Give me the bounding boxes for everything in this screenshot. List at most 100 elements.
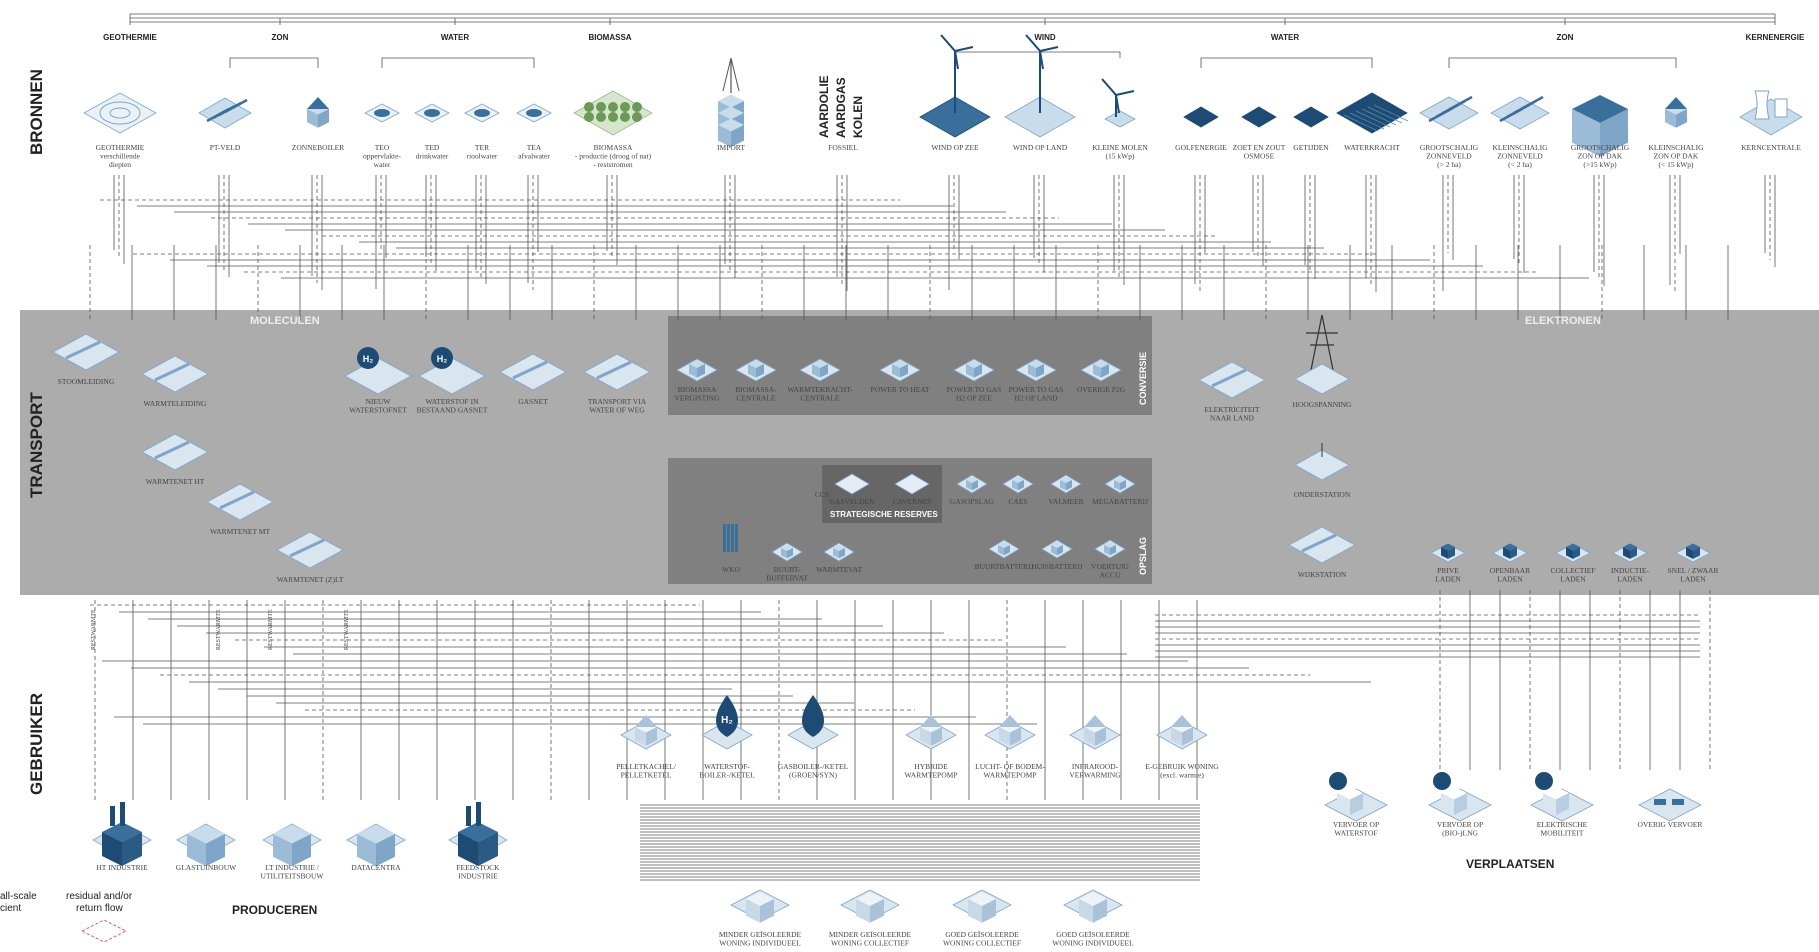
network-warmtenet-ht-icon bbox=[141, 433, 209, 471]
source-wind-op-zee-label: WIND OP ZEE bbox=[931, 143, 979, 152]
vervoer-elektrische-label: MOBILITEIT bbox=[1541, 829, 1584, 838]
source-waterkracht-label: WATERKRACHT bbox=[1344, 143, 1400, 152]
gebruik-hybride-label: WARMTEPOMP bbox=[905, 771, 958, 780]
conversie-warmtekracht-building-icon bbox=[812, 360, 828, 378]
home-minder-ind-building-icon bbox=[746, 892, 774, 923]
flame-icon bbox=[716, 695, 738, 737]
opslag-wko-label: WKO bbox=[722, 565, 740, 574]
source-ted-label: TED bbox=[425, 143, 440, 152]
h2-symbol: H₂ bbox=[721, 715, 733, 726]
fossiel-stack-3: KOLEN bbox=[851, 96, 865, 138]
vervoer-bio-lng-label: VERVOER OP bbox=[1437, 820, 1483, 829]
source-kleinschalig-zonneveld-label: (< 2 ha) bbox=[1508, 160, 1532, 169]
transport-stoomleiding-label: STOOMLEIDING bbox=[58, 377, 115, 386]
flame-icon bbox=[802, 695, 824, 737]
home-goed-ind-building-icon bbox=[1079, 892, 1107, 923]
factory-feedstock-icon bbox=[458, 822, 498, 866]
opslag-warmtevat-box-icon bbox=[833, 545, 845, 559]
vervoer-overig-icon bbox=[1638, 788, 1702, 822]
opslag-voertuig-accu-box-icon bbox=[1104, 542, 1116, 556]
laden-prive-label: LADEN bbox=[1435, 575, 1461, 584]
wko-icon bbox=[735, 524, 738, 552]
gebruik-e-gebruik-label: (excl. warmte) bbox=[1160, 771, 1204, 780]
gebruik-e-gebruik-label: E-GEBRUIK WONING bbox=[1145, 762, 1219, 771]
source-header-water: WATER bbox=[441, 33, 470, 42]
vehicle-bio-lng-icon bbox=[1441, 786, 1467, 816]
home-minder-ind-label: MINDER GEÏSOLEERDE bbox=[719, 930, 802, 939]
legend-residual-2: return flow bbox=[76, 903, 123, 914]
source-geothermie-label: GEOTHERMIE bbox=[96, 143, 145, 152]
offshore-wind-icon bbox=[919, 96, 991, 138]
source-ted-label: drinkwater bbox=[416, 152, 449, 161]
home-goed-ind-label: WONING INDIVIDUEEL bbox=[1052, 939, 1134, 948]
substation-icon bbox=[1294, 449, 1350, 481]
network-gasnet-icon bbox=[499, 353, 567, 391]
label-verplaatsen: VERPLAATSEN bbox=[1466, 857, 1554, 871]
source-header-zon: ZON bbox=[272, 33, 289, 42]
vehicle-waterstof-icon bbox=[1337, 786, 1363, 816]
source-ter-label: TER bbox=[475, 143, 489, 152]
opslag-buurtbatterij-label: BUURTBATTERIJ bbox=[975, 562, 1034, 571]
transport-nieuw-waterstofnet-label: WATERSTOFNET bbox=[349, 406, 407, 415]
conversie-p2g-land-label: POWER TO GAS bbox=[1009, 385, 1064, 394]
transport-transport-via-label: WATER OF WEG bbox=[589, 406, 645, 415]
producer-lt-industrie-label: UTILITEITSBOUW bbox=[261, 872, 325, 881]
h2-symbol: H₂ bbox=[437, 354, 448, 364]
source-kleinschalig-dak-label: KLEINSCHALIG bbox=[1649, 143, 1705, 152]
home-minder-ind-label: WONING INDIVIDUEEL bbox=[719, 939, 801, 948]
flow-lines bbox=[89, 13, 1776, 881]
home-goed-col-label: WONING COLLECTIEF bbox=[943, 939, 1021, 948]
building-lt-industrie-icon bbox=[273, 824, 311, 867]
onshore-wind-icon bbox=[1004, 96, 1076, 138]
source-biomassa-label: - reststromen bbox=[593, 160, 633, 169]
conversie-p2g-zee-label: H2 OP ZEE bbox=[956, 394, 992, 403]
transport-warmtenet-zlt-label: WARMTENET (Z)LT bbox=[277, 575, 344, 584]
laden-collectief-label: COLLECTIEF bbox=[1551, 566, 1596, 575]
opslag-buurt-buffervat-label: BUFFERVAT bbox=[766, 574, 808, 583]
opslag-huisbatterij-label: HUISBATTERIJ bbox=[1031, 562, 1082, 571]
home-goed-ind-label: GOED GEÏSOLEERDE bbox=[1056, 930, 1130, 939]
source-tea-label: TEA bbox=[527, 143, 542, 152]
source-fossiel-label: FOSSIEL bbox=[828, 143, 858, 152]
vervoer-overig-label: OVERIG VERVOER bbox=[1638, 820, 1703, 829]
tidal-icon bbox=[1293, 106, 1329, 128]
gebruik-hybride-label: HYBRIDE bbox=[914, 762, 948, 771]
vehicle-elektrische-icon bbox=[1543, 786, 1569, 816]
charger-collectief-icon bbox=[1566, 543, 1580, 559]
opslag-valmeer-box-icon bbox=[1060, 477, 1072, 491]
gebruik-waterstofboiler-label: WATERSTOF- bbox=[704, 762, 750, 771]
network-warmtenet-zlt-icon bbox=[276, 531, 344, 569]
charger-snel-icon bbox=[1686, 543, 1700, 559]
opslag-caes-box-icon bbox=[1012, 477, 1024, 491]
source-teo-label: oppervlakte- bbox=[363, 152, 401, 161]
roof-solar-large-icon bbox=[1572, 95, 1628, 157]
building-datacentra-icon bbox=[357, 824, 395, 867]
legend-left-2: cient bbox=[0, 903, 21, 914]
opslag-gasopslag-label: GASOPSLAG bbox=[950, 497, 995, 506]
import-box-icon bbox=[718, 118, 744, 148]
transport-transport-via-label: TRANSPORT VIA bbox=[588, 397, 647, 406]
vervoer-waterstof-label: WATERSTOF bbox=[1334, 829, 1377, 838]
source-geothermie-label: verschillende bbox=[100, 152, 141, 161]
wave-icon bbox=[1183, 106, 1219, 128]
source-grootschalig-dak-label: GROOTSCHALIG bbox=[1571, 143, 1630, 152]
opslag-gasvelden-label: GASVELDEN bbox=[830, 497, 876, 506]
transport-nieuw-waterstofnet-label: NIEUW bbox=[366, 397, 392, 406]
transport-wijkstation-label: WIJKSTATION bbox=[1298, 570, 1347, 579]
opslag-megabatterij-box-icon bbox=[1114, 477, 1126, 491]
source-kleinschalig-dak-label: ZON OP DAK bbox=[1654, 152, 1699, 161]
source-zoet-en-zout-label: ZOET EN ZOUT bbox=[1233, 143, 1286, 152]
transport-hoogspanning-label: HOOGSPANNING bbox=[1293, 400, 1352, 409]
source-header-kernenergie: KERNENERGIE bbox=[1746, 33, 1805, 42]
laden-openbaar-label: OPENBAAR bbox=[1490, 566, 1530, 575]
ccs-label: CCS bbox=[815, 490, 829, 499]
producer-lt-industrie-label: LT INDUSTRIE / bbox=[265, 863, 320, 872]
transport-warmtenet-ht-label: WARMTENET HT bbox=[146, 477, 205, 486]
strategische-reserves-box bbox=[822, 465, 942, 523]
source-kleine-molen-label: KLEINE MOLEN bbox=[1092, 143, 1148, 152]
vervoer-fuel-badge-icon bbox=[1329, 772, 1347, 790]
conversie-p2g-zee-label: POWER TO GAS bbox=[947, 385, 1002, 394]
opslag-buurt-buffervat-box-icon bbox=[781, 545, 793, 559]
